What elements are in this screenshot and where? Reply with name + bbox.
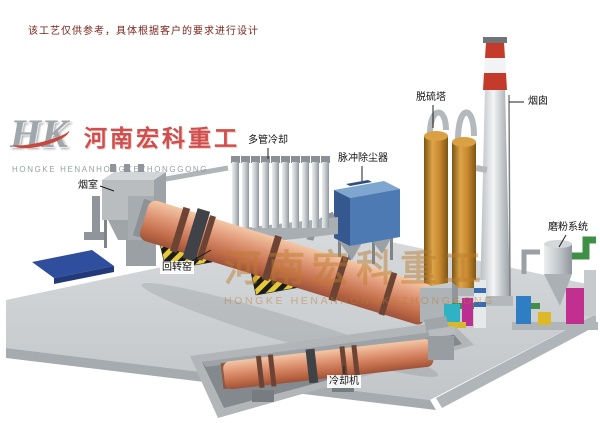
grinding-system: [512, 236, 598, 330]
cyclone-body: [544, 244, 572, 274]
yellow-unit: [538, 312, 551, 325]
leader-lines: [99, 101, 567, 374]
label-smoke-chamber: 烟室: [76, 179, 100, 192]
chimney-red-band-bottom: [483, 73, 507, 90]
label-rotary-kiln: 回转窑: [160, 261, 194, 274]
label-desulfurization-tower: 脱硫塔: [414, 91, 448, 104]
chimney-base: [477, 296, 513, 306]
cooler-ring: [255, 355, 265, 389]
rotary-kiln-leader-line: [191, 249, 212, 262]
cyan-unit: [444, 304, 460, 326]
pulse-dust-collector: [306, 180, 400, 270]
disclaimer-note: 该工艺仅供参考，具体根据客户的要求进行设计: [28, 26, 259, 37]
company-name-cn: 河南宏科重工: [84, 125, 240, 151]
yellow-duct: [432, 322, 466, 328]
cooler-girth-gear: [305, 348, 319, 384]
cooler-ring: [351, 344, 360, 378]
cooler-ring: [339, 346, 349, 379]
label-pulse-dust-collector: 脉冲除尘器: [336, 152, 390, 165]
label-cooling-machine: 冷却机: [327, 375, 361, 388]
brand-watermark: HK 河南宏科重工 HONGKE HENANHONGKEZHONGGONG: [10, 110, 240, 174]
magenta-mill: [566, 288, 584, 324]
company-name-en: HONGKE HENANHONGKEZHONGGONG: [12, 165, 209, 174]
green-pipe: [572, 236, 596, 260]
kiln-ring: [328, 255, 349, 302]
chimney-red-band-top: [485, 42, 505, 58]
cooler-ring: [267, 354, 277, 387]
chimney-cap: [483, 37, 507, 43]
dust-collector-top: [334, 181, 400, 198]
magenta-unit: [462, 298, 473, 326]
smoke-chamber-leader-line: [99, 185, 115, 192]
kiln-ring: [261, 235, 282, 282]
blue-foundation-pad: [32, 250, 114, 278]
kiln-ring: [196, 215, 216, 261]
label-grinding-system: 磨粉系统: [546, 221, 590, 234]
kiln-shell: [140, 200, 434, 325]
logo-hk-text: HK: [10, 111, 68, 156]
label-multi-tube-cooler: 多管冷却: [246, 134, 290, 147]
cooling-tubes: [231, 156, 330, 228]
grinding-system-leader-line: [558, 234, 567, 248]
chimney-white-band: [484, 58, 506, 73]
brand-logo: HK: [10, 110, 76, 162]
desulfurization-tower-right: [452, 142, 476, 288]
chimney-shaft: [480, 42, 510, 300]
cyclone-cone: [544, 274, 572, 306]
kiln-ring: [169, 206, 191, 253]
chimney: [477, 37, 513, 306]
kiln-girth-gear: [182, 208, 211, 262]
label-chimney: 烟囱: [526, 95, 550, 108]
rotary-kiln: [132, 198, 434, 325]
cooler-shell: [223, 339, 434, 390]
dust-collector-side: [350, 189, 400, 246]
blue-unit: [516, 296, 531, 324]
desulfurization-tower-left: [424, 136, 448, 288]
kiln-ring: [378, 271, 398, 316]
chimney-ladder: [508, 94, 511, 299]
